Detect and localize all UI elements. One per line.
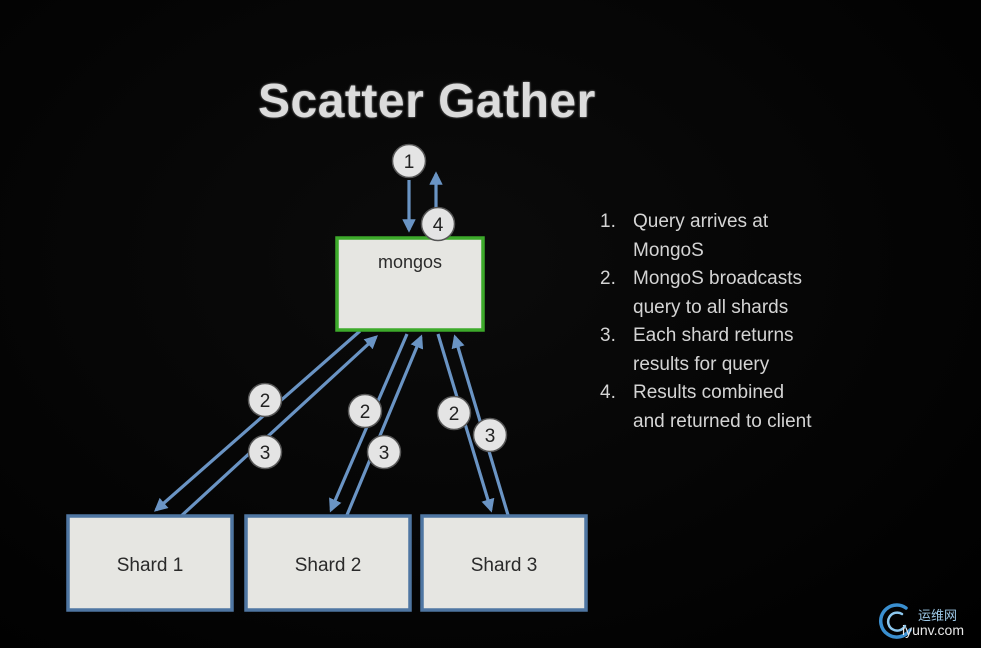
svg-text:2: 2 bbox=[360, 402, 371, 423]
svg-text:2: 2 bbox=[449, 404, 460, 425]
step-3-badge-shard-1: 3 bbox=[247, 434, 283, 470]
svg-text:3: 3 bbox=[485, 426, 496, 447]
shard-3-label: Shard 3 bbox=[471, 555, 538, 576]
mongos-router-node: mongos bbox=[335, 236, 485, 332]
step-text-line: Results combined bbox=[633, 382, 785, 403]
shard-2-label: Shard 2 bbox=[295, 555, 362, 576]
shard-1-label: Shard 1 bbox=[117, 555, 184, 576]
svg-text:2: 2 bbox=[260, 391, 271, 412]
steps-list: 1. Query arrives at MongoS 2. MongoS bro… bbox=[600, 208, 900, 436]
svg-text:3: 3 bbox=[260, 443, 271, 464]
step-number: 2. bbox=[600, 268, 616, 289]
slide-title: Scatter Gather bbox=[258, 75, 596, 128]
step-number: 4. bbox=[600, 382, 616, 403]
site-watermark: 运维网 iyunv.com bbox=[876, 600, 976, 644]
gather-arrow-shard-1 bbox=[177, 335, 378, 520]
step-text-line: Each shard returns bbox=[633, 325, 794, 346]
step-number: 3. bbox=[600, 325, 616, 346]
step-2-badge-shard-2: 2 bbox=[347, 393, 383, 429]
shard-1-node: Shard 1 bbox=[66, 514, 234, 612]
step-item: 3. Each shard returns results for query bbox=[600, 322, 900, 379]
step-number: 1. bbox=[600, 211, 616, 232]
step-3-badge-shard-2: 3 bbox=[366, 434, 402, 470]
watermark-chinese-text: 运维网 bbox=[918, 609, 958, 624]
step-item: 1. Query arrives at MongoS bbox=[600, 208, 900, 265]
step-text-line: results for query bbox=[633, 353, 770, 375]
step-item: 2. MongoS broadcasts query to all shards bbox=[600, 265, 900, 322]
step-3-badge-shard-3: 3 bbox=[472, 417, 508, 453]
step-text-line: query to all shards bbox=[633, 296, 789, 318]
step-text-line: and returned to client bbox=[633, 410, 812, 432]
watermark-logo-icon bbox=[879, 603, 912, 639]
step-1-badge: 1 bbox=[391, 143, 427, 179]
scatter-arrow-shard-1 bbox=[153, 329, 362, 512]
step-item: 4. Results combined and returned to clie… bbox=[600, 379, 900, 436]
step-text-line: MongoS bbox=[633, 239, 704, 261]
svg-text:4: 4 bbox=[433, 215, 444, 236]
step-text-line: MongoS broadcasts bbox=[633, 268, 802, 289]
step-4-badge: 4 bbox=[420, 206, 456, 242]
step-2-badge-shard-1: 2 bbox=[247, 382, 283, 418]
svg-text:3: 3 bbox=[379, 443, 390, 464]
mongos-label: mongos bbox=[378, 252, 442, 272]
step-text-line: Query arrives at bbox=[633, 211, 769, 232]
shard-3-node: Shard 3 bbox=[420, 514, 588, 612]
step-2-badge-shard-3: 2 bbox=[436, 395, 472, 431]
gather-arrow-shard-2 bbox=[345, 334, 424, 516]
svg-text:1: 1 bbox=[404, 152, 415, 173]
shard-2-node: Shard 2 bbox=[244, 514, 412, 612]
watermark-domain-text: iyunv.com bbox=[902, 622, 964, 638]
